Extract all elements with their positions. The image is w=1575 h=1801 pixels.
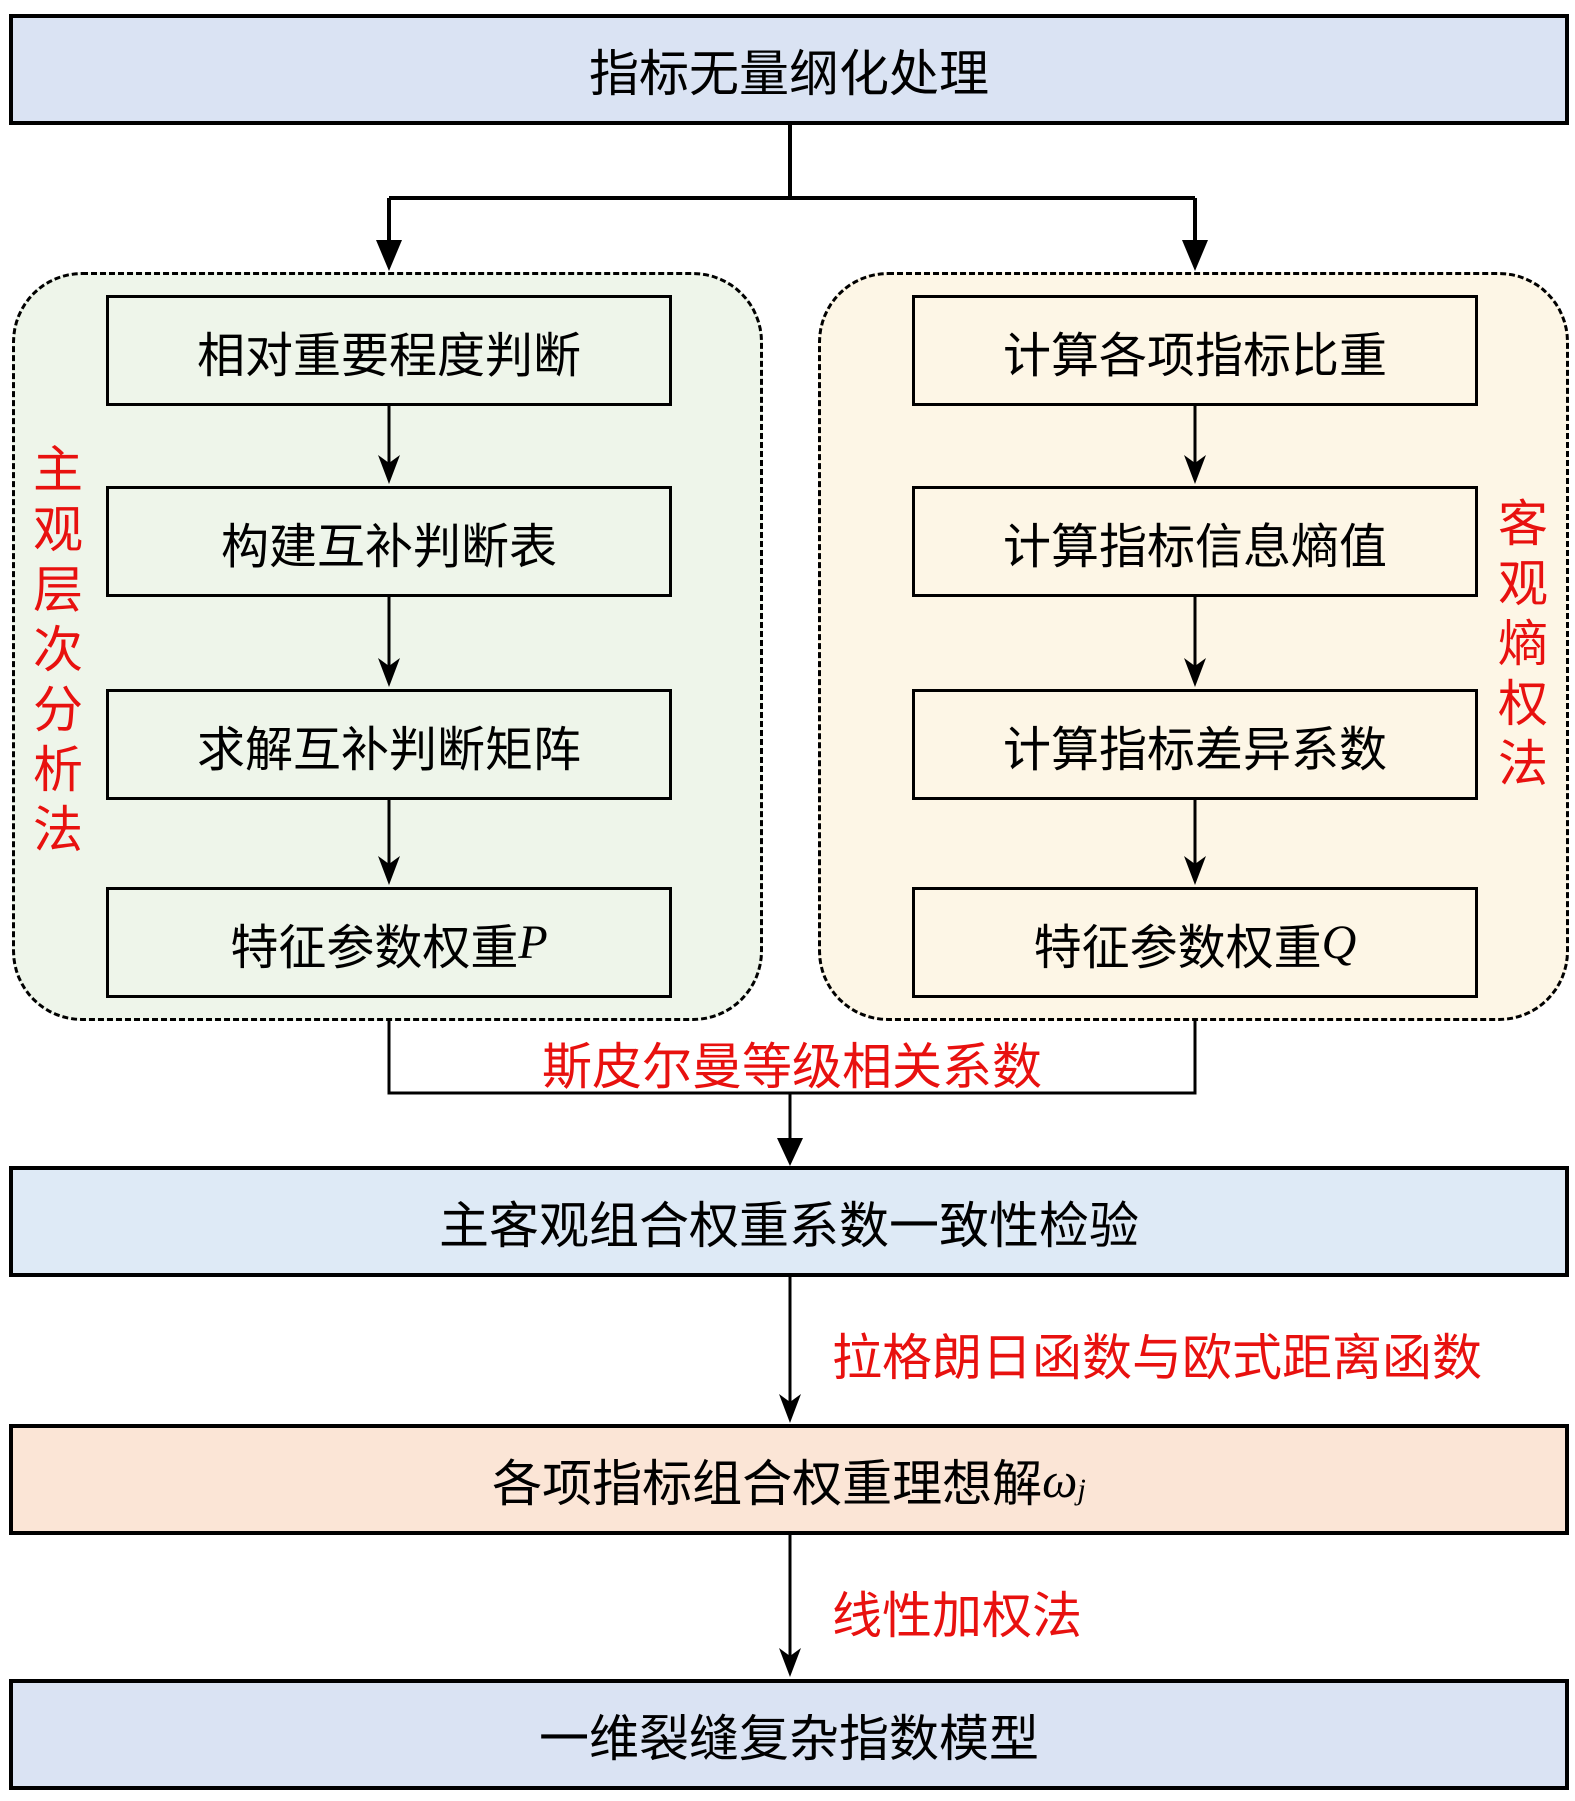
label-char: 权 [1498,675,1548,733]
normalization-box: 指标无量纲化处理 [9,14,1569,125]
label-char: 主 [33,441,83,499]
right-step-4-label: 特征参数权重 [1033,919,1322,976]
right-arrowhead-2 [1184,658,1206,687]
consistency-check-box: 主客观组合权重系数一致性检验 [9,1166,1569,1277]
label-char: 层 [33,561,83,619]
left-step-1-label: 相对重要程度判断 [196,327,581,384]
label-char: 观 [33,501,83,559]
merge-bracket [387,1021,1197,1095]
final-model-label: 一维裂缝复杂指数模型 [539,1709,1039,1768]
ideal-solution-label: 各项指标组合权重理想解 [492,1454,1043,1513]
left-step-4-label: 特征参数权重 [230,919,519,976]
right-arrowhead-1 [1184,455,1206,484]
objective-entropy-label: 客 观 熵 权 法 [1493,494,1553,794]
left-arrowhead-3 [378,856,400,885]
consistency-check-label: 主客观组合权重系数一致性检验 [439,1196,1139,1255]
omega-subscript: j [1077,1472,1086,1506]
label-char: 分 [33,681,83,739]
label-char: 法 [33,801,83,859]
weight-p-symbol: P [518,916,548,969]
arrowhead-right-panel [1182,240,1208,271]
arrowhead-to-ideal [779,1394,801,1423]
label-char: 熵 [1498,615,1548,673]
linear-weighting-label: 线性加权法 [832,1587,1082,1645]
left-step-3-label: 求解互补判断矩阵 [196,721,581,778]
left-arrowhead-2 [378,658,400,687]
right-step-3: 计算指标差异系数 [912,689,1478,800]
left-step-3: 求解互补判断矩阵 [106,689,672,800]
right-step-2: 计算指标信息熵值 [912,486,1478,597]
merge-arrowhead [777,1138,803,1166]
lagrange-euclidean-label: 拉格朗日函数与欧式距离函数 [832,1329,1482,1387]
right-step-3-label: 计算指标差异系数 [1002,721,1387,778]
label-char: 次 [33,621,83,679]
right-arrowhead-3 [1184,856,1206,885]
label-char: 析 [33,741,83,799]
label-char: 观 [1498,555,1548,613]
normalization-label: 指标无量纲化处理 [589,44,989,103]
omega-symbol: ω [1042,1451,1078,1508]
weight-q-symbol: Q [1321,916,1357,969]
right-step-2-label: 计算指标信息熵值 [1002,518,1387,575]
right-step-1-label: 计算各项指标比重 [1002,327,1387,384]
arrowhead-left-panel [376,240,402,271]
right-step-1: 计算各项指标比重 [912,295,1478,406]
spearman-label: 斯皮尔曼等级相关系数 [542,1038,1042,1096]
left-arrowhead-1 [378,455,400,484]
left-step-2-label: 构建互补判断表 [220,518,557,575]
final-model-box: 一维裂缝复杂指数模型 [9,1679,1569,1790]
arrowhead-to-final [779,1648,801,1677]
subjective-ahp-label: 主 观 层 次 分 析 法 [28,440,88,860]
label-char: 客 [1498,495,1548,553]
left-step-1: 相对重要程度判断 [106,295,672,406]
label-char: 法 [1498,735,1548,793]
left-step-2: 构建互补判断表 [106,486,672,597]
